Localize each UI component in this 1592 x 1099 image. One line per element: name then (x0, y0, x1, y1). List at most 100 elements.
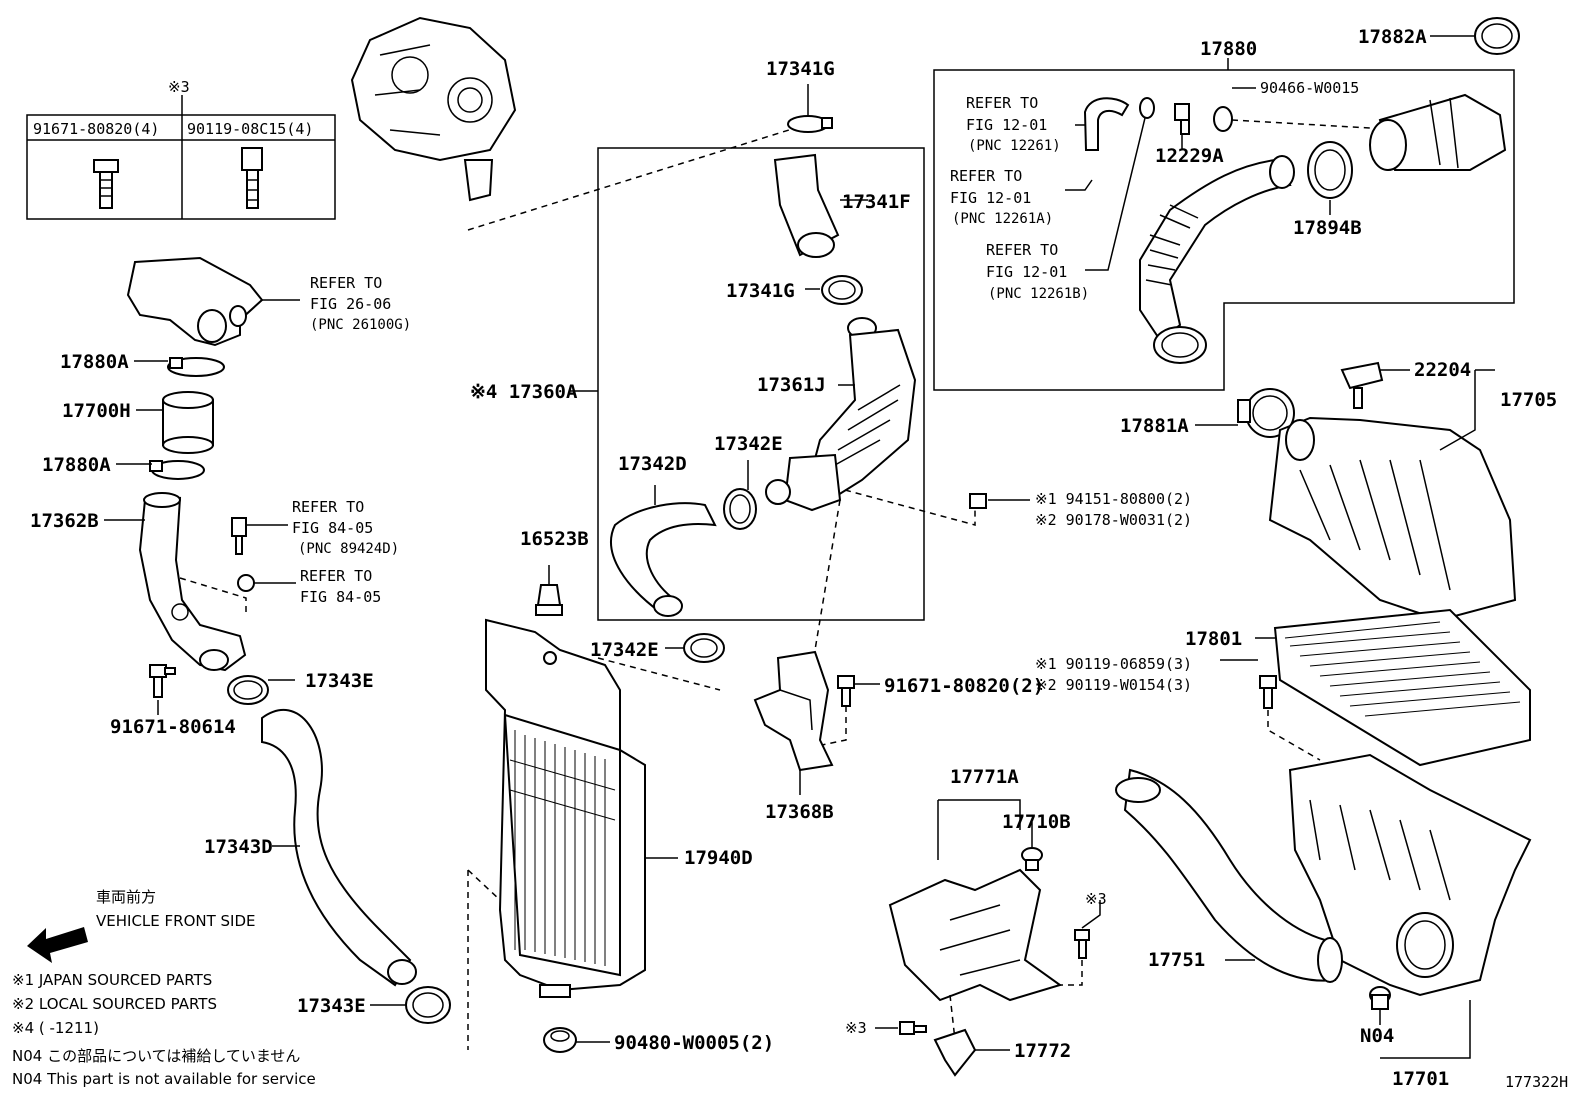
bracket-17368B (753, 650, 834, 772)
bolt-3-right (1074, 929, 1090, 959)
bolt-3-left (899, 1021, 927, 1035)
bolt-table-col1: 91671-80820(4) (33, 120, 159, 138)
legend-n04-jp: N04 この部品については補給していません (12, 1047, 300, 1065)
turbo-dash-line (467, 124, 806, 231)
bolt-91671-80614 (149, 664, 176, 698)
bolt-table (26, 95, 336, 220)
refer-note-12261A: REFER TO FIG 12-01 (PNC 12261A) (950, 167, 1053, 227)
svg-text:REFER TO: REFER TO (966, 94, 1038, 112)
clamp-17343E-bottom (405, 986, 451, 1024)
bolt-icon (241, 147, 263, 209)
label-17342E-inner: 17342E (714, 433, 783, 455)
bolt-icon (93, 159, 119, 209)
grommet-90480 (543, 1027, 577, 1053)
cap-17705 (1268, 416, 1517, 622)
label-17341F: 17341F (842, 191, 911, 213)
dash-sensor (179, 577, 247, 615)
svg-text:※2 90178-W0031(2): ※2 90178-W0031(2) (1035, 511, 1192, 529)
hose-refer-12261 (1083, 97, 1130, 151)
svg-text:(PNC 89424D): (PNC 89424D) (298, 541, 399, 557)
label-17343E-bottom: 17343E (297, 995, 366, 1017)
label-17882A: 17882A (1358, 26, 1427, 48)
label-N04: N04 (1360, 1025, 1394, 1047)
svg-text:(PNC 26100G): (PNC 26100G) (310, 317, 411, 333)
case-17701 (1288, 753, 1532, 997)
legend-front-jp: 車両前方 (96, 888, 156, 906)
bracket-17772 (933, 1028, 977, 1077)
label-17361J: 17361J (757, 374, 826, 396)
clamp-90466 (1213, 106, 1233, 132)
label-17362B: 17362B (30, 510, 99, 532)
clamp-17880A-top (167, 357, 225, 377)
label-17751: 17751 (1148, 949, 1205, 971)
sourced-pair-90119: ※1 90119-06859(3) ※2 90119-W0154(3) (1035, 655, 1192, 694)
label-mark3-right: ※3 (1085, 890, 1107, 908)
svg-text:(PNC 12261A): (PNC 12261A) (952, 211, 1053, 227)
clamp-17882A (1474, 17, 1520, 55)
label-17343E-top: 17343E (305, 670, 374, 692)
vehicle-front-arrow-icon (27, 927, 88, 963)
label-17700H: 17700H (62, 400, 131, 422)
sourced-pair-94151: ※1 94151-80800(2) ※2 90178-W0031(2) (1035, 490, 1192, 529)
hose-17342D (610, 502, 717, 617)
assembly-box-17880 (933, 69, 1515, 391)
refer-note-84-05-sensor: REFER TO FIG 84-05 (PNC 89424D) (292, 498, 399, 557)
label-17343D: 17343D (204, 836, 273, 858)
label-16523B: 16523B (520, 528, 589, 550)
label-17342E-outer: 17342E (590, 639, 659, 661)
pipe-17362B (138, 492, 247, 672)
valve-12229A (1174, 103, 1190, 135)
legend-front-en: VEHICLE FRONT SIDE (96, 912, 256, 930)
element-17801 (1273, 608, 1531, 767)
clip-17710B (1021, 847, 1043, 871)
svg-text:※1 94151-80800(2): ※1 94151-80800(2) (1035, 490, 1192, 508)
label-17772: 17772 (1014, 1040, 1071, 1062)
bolt-91671-80820 (837, 675, 855, 707)
refer-note-12261B: REFER TO FIG 12-01 (PNC 12261B) (986, 241, 1089, 302)
label-17341G-mid: 17341G (726, 280, 795, 302)
svg-text:REFER TO: REFER TO (310, 274, 382, 292)
clamp-17342E-outer (683, 633, 725, 663)
svg-text:FIG 12-01: FIG 12-01 (986, 263, 1067, 281)
svg-text:REFER TO: REFER TO (986, 241, 1058, 259)
duct-17361J (765, 317, 917, 512)
svg-text:FIG 84-05: FIG 84-05 (292, 519, 373, 537)
sensor-refer-84-05 (231, 517, 247, 555)
legend-note2: ※2 LOCAL SOURCED PARTS (12, 995, 217, 1013)
label-17341G-top: 17341G (766, 58, 835, 80)
clamp-17343E-top (227, 675, 269, 705)
svg-text:※2 90119-W0154(3): ※2 90119-W0154(3) (1035, 676, 1192, 694)
label-90466: 90466-W0015 (1260, 79, 1359, 97)
legend-note4: ※4 ( -1211) (12, 1019, 99, 1037)
bolt-table-note-mark: ※3 (168, 78, 190, 96)
duct-17751 (1115, 768, 1343, 983)
grommet-N04 (1369, 986, 1391, 1010)
label-17771A: 17771A (950, 766, 1019, 788)
label-17701: 17701 (1392, 1068, 1449, 1090)
intercooler-17940D (485, 618, 646, 998)
turbocharger-drawing (350, 16, 517, 202)
throttle-body-drawing (126, 256, 264, 347)
bolt-90119 (1259, 675, 1277, 709)
label-91671-80820-2: 91671-80820(2) (884, 675, 1044, 697)
svg-text:REFER TO: REFER TO (950, 167, 1022, 185)
label-91671-80614: 91671-80614 (110, 716, 236, 738)
clamp-17881A (1237, 388, 1295, 438)
bolt-table-col2: 90119-08C15(4) (187, 120, 313, 138)
label-90480: 90480-W0005(2) (614, 1032, 774, 1054)
label-17342D: 17342D (618, 453, 687, 475)
legend-n04-en: N04 This part is not available for servi… (12, 1070, 316, 1088)
refer-note-12261: REFER TO FIG 12-01 (PNC 12261) (966, 94, 1061, 154)
bracket-17771A (888, 868, 1063, 1002)
hose-17341F (773, 153, 840, 258)
label-17940D: 17940D (684, 847, 753, 869)
svg-text:※1 90119-06859(3): ※1 90119-06859(3) (1035, 655, 1192, 673)
label-12229A: 12229A (1155, 145, 1224, 167)
label-17360A: ※4 17360A (470, 381, 578, 403)
refer-note-26-06: REFER TO FIG 26-06 (PNC 26100G) (310, 274, 411, 333)
o-ring-refer-84-05 (237, 574, 255, 592)
label-17894B: 17894B (1293, 217, 1362, 239)
clamp-17342E-inner (723, 488, 757, 530)
label-mark3-left: ※3 (845, 1019, 867, 1037)
svg-text:FIG 84-05: FIG 84-05 (300, 588, 381, 606)
